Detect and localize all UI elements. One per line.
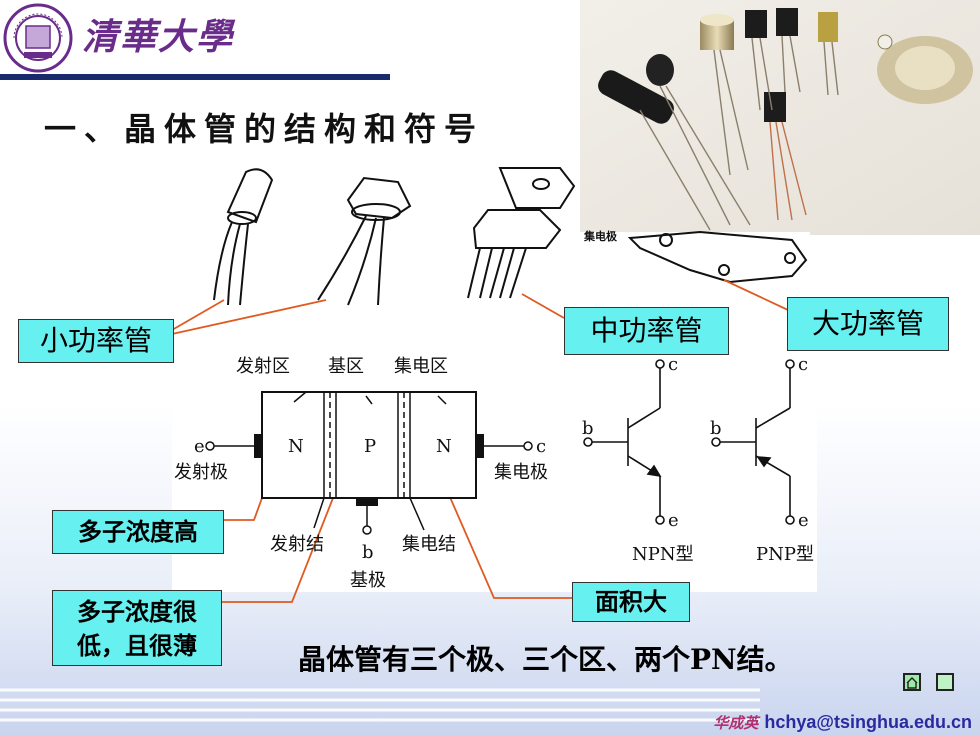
medium-power-transistor-icon <box>467 167 576 299</box>
next-nav-button[interactable] <box>936 673 954 691</box>
pnp-type-label: PNP型 <box>756 544 814 565</box>
pnp-b-label: b <box>710 418 722 439</box>
photo-collector-label: 集电极 <box>583 229 618 243</box>
npn-symbol-icon <box>583 359 665 525</box>
collector-terminal-letter: c <box>536 436 546 457</box>
n-layer-emitter: N <box>288 436 304 457</box>
low-doping-line-1: 多子浓度很 <box>77 598 197 626</box>
small-power-label: 小功率管 <box>18 319 174 363</box>
npn-structure-block: 发射区 基区 集电区 N P N e c b 发射极 集电极 基极 发射结 集电… <box>174 356 548 591</box>
pnp-c-label: c <box>798 354 808 375</box>
p-layer-base: P <box>364 436 376 457</box>
header-rule <box>0 74 390 80</box>
high-doping-label: 多子浓度高 <box>52 510 224 554</box>
home-icon <box>906 677 918 689</box>
emitter-terminal-name: 发射极 <box>174 462 228 483</box>
large-power-transistor-icon <box>627 230 808 284</box>
power-package-panel <box>578 232 810 284</box>
small-transistor-2-icon <box>317 176 412 306</box>
base-region-label: 基区 <box>328 356 364 377</box>
n-layer-collector: N <box>436 436 452 457</box>
low-doping-label: 多子浓度很 低，且很薄 <box>52 590 222 666</box>
emitter-terminal-letter: e <box>194 436 205 457</box>
npn-type-label: NPN型 <box>632 544 694 565</box>
emitter-junction-label: 发射结 <box>270 534 324 555</box>
medium-power-label: 中功率管 <box>564 307 729 355</box>
large-area-label: 面积大 <box>572 582 690 622</box>
large-power-label: 大功率管 <box>787 297 949 351</box>
npn-e-label: e <box>668 510 679 531</box>
collector-region-label: 集电区 <box>394 356 448 377</box>
transistor-photo <box>580 0 980 235</box>
slide-title: 一、晶体管的结构和符号 <box>44 110 485 148</box>
footer-email: hchya@tsinghua.edu.cn <box>764 712 972 732</box>
collector-terminal-name: 集电极 <box>494 462 548 483</box>
npn-c-label: c <box>668 354 678 375</box>
tsinghua-seal-icon <box>3 3 73 73</box>
collector-junction-label: 集电结 <box>402 534 456 555</box>
university-logo-text: 清華大學 <box>82 16 235 58</box>
npn-b-label: b <box>582 418 594 439</box>
summary-text: 晶体管有三个极、三个区、两个PN结。 <box>298 643 793 676</box>
emitter-region-label: 发射区 <box>236 356 290 377</box>
small-transistor-1-icon <box>213 168 274 306</box>
low-doping-line-2: 低，且很薄 <box>77 632 197 660</box>
pnp-e-label: e <box>798 510 809 531</box>
home-nav-button[interactable] <box>903 673 921 691</box>
base-terminal-letter: b <box>362 542 374 563</box>
base-terminal-name: 基极 <box>350 570 386 591</box>
footer-author: 华成英 <box>713 714 759 732</box>
footer-credit: 华成英 hchya@tsinghua.edu.cn <box>713 712 972 733</box>
leader-lines <box>171 279 789 603</box>
pnp-symbol-icon <box>711 359 795 525</box>
